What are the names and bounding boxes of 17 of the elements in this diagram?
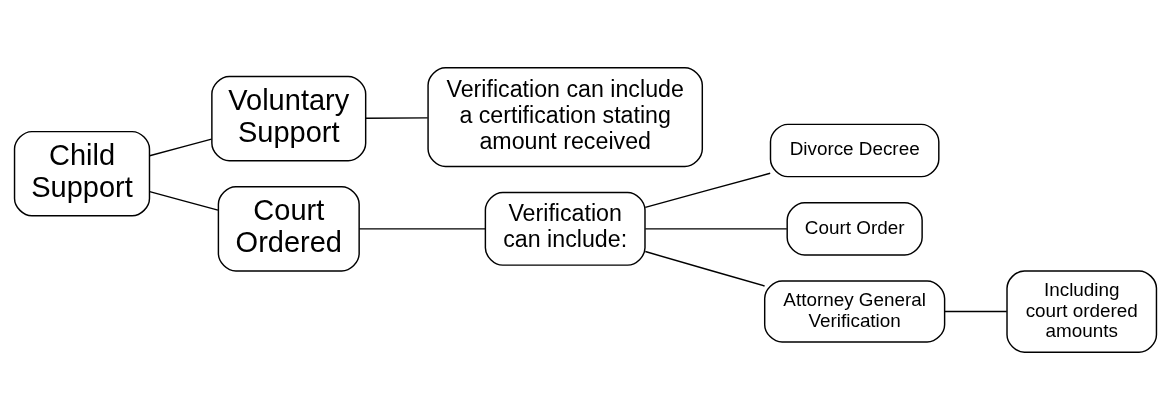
connector bbox=[644, 227, 788, 230]
node-box: Child Support bbox=[13, 130, 151, 217]
node-box: Attorney General Verification bbox=[763, 279, 946, 343]
connector bbox=[148, 137, 213, 157]
node-box: Court Order bbox=[786, 201, 923, 256]
node-box: Verification can include a certification stating amount received bbox=[427, 66, 704, 167]
node-box: Voluntary Support bbox=[211, 75, 367, 161]
node-box: Court Ordered bbox=[217, 185, 360, 272]
connector bbox=[364, 116, 429, 119]
connector bbox=[644, 250, 766, 287]
connector bbox=[943, 310, 1008, 312]
connector bbox=[148, 190, 219, 211]
connector bbox=[358, 227, 486, 230]
node-box: Divorce Decree bbox=[769, 123, 940, 177]
node-box: Verification can include: bbox=[484, 191, 646, 266]
node-box: Including court ordered amounts bbox=[1006, 269, 1158, 353]
connector bbox=[644, 171, 771, 208]
